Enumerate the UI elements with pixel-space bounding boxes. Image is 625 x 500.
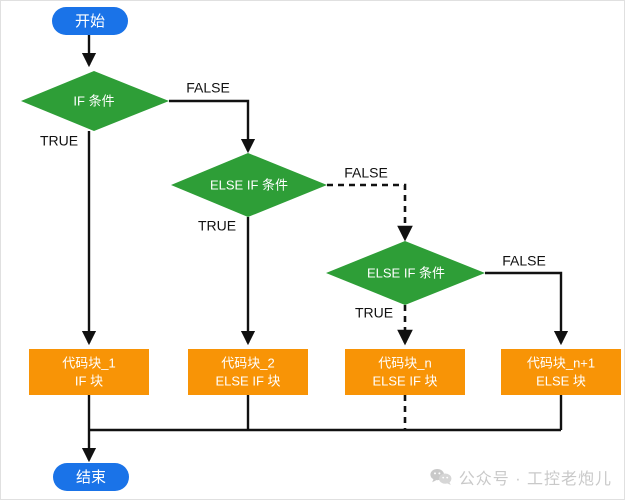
block-2-line1: 代码块_2 (221, 355, 274, 370)
node-start[interactable]: 开始 (52, 7, 128, 35)
edge-label-elseif2-false: FALSE (502, 253, 546, 269)
block-n-plus-1-line1: 代码块_n+1 (527, 355, 595, 370)
edge-label-if-true: TRUE (40, 133, 78, 149)
block-1-line1: 代码块_1 (62, 355, 115, 370)
block-n-plus-1-line2: ELSE 块 (536, 373, 586, 388)
wechat-icon (430, 469, 452, 485)
node-else-if-condition-1[interactable]: ELSE IF 条件 (171, 153, 327, 217)
edge-label-elseif1-false: FALSE (344, 165, 388, 181)
node-block-2[interactable]: 代码块_2 ELSE IF 块 (188, 349, 308, 395)
block-2-shape (188, 349, 308, 395)
connector-elseif2-false-to-blockn1 (485, 271, 569, 346)
else-if-condition-1-shape (171, 153, 327, 217)
watermark: 公众号 · 工控老炮儿 (430, 465, 612, 489)
else-if-condition-1-label: ELSE IF 条件 (210, 177, 288, 192)
block-n-plus-1-shape (501, 349, 621, 395)
node-block-1[interactable]: 代码块_1 IF 块 (29, 349, 149, 395)
end-shape (53, 463, 129, 491)
else-if-condition-2-label: ELSE IF 条件 (367, 265, 445, 280)
node-if-condition[interactable]: IF 条件 (21, 71, 169, 131)
start-shape (52, 7, 128, 35)
block-1-line2: IF 块 (75, 373, 103, 388)
connector-elseif1-false-to-elseif2 (327, 183, 413, 242)
node-block-n-plus-1[interactable]: 代码块_n+1 ELSE 块 (501, 349, 621, 395)
edge-label-elseif2-true: TRUE (355, 305, 393, 321)
end-label: 结束 (76, 469, 106, 486)
if-condition-label: IF 条件 (73, 93, 114, 108)
if-condition-shape (21, 71, 169, 131)
start-label: 开始 (75, 13, 105, 30)
block-n-line1: 代码块_n (378, 355, 431, 370)
connector-if-false-to-elseif1 (169, 99, 256, 154)
node-end[interactable]: 结束 (53, 463, 129, 491)
block-1-shape (29, 349, 149, 395)
node-block-n[interactable]: 代码块_n ELSE IF 块 (345, 349, 465, 395)
else-if-condition-2-shape (326, 241, 485, 305)
block-2-line2: ELSE IF 块 (215, 373, 280, 388)
edge-label-elseif1-true: TRUE (198, 218, 236, 234)
node-else-if-condition-2[interactable]: ELSE IF 条件 (326, 241, 485, 305)
block-n-line2: ELSE IF 块 (372, 373, 437, 388)
block-n-shape (345, 349, 465, 395)
edge-label-if-false: FALSE (186, 80, 230, 96)
watermark-text: 公众号 · 工控老炮儿 (458, 471, 612, 488)
